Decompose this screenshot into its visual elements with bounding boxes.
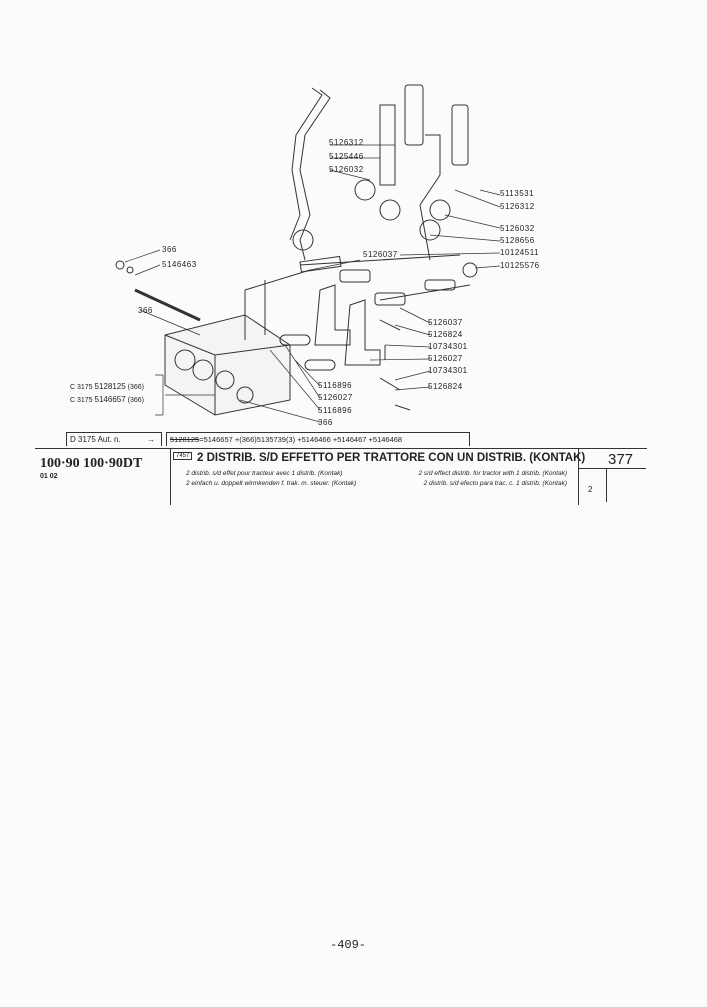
supersession-box: 5128125=5146657 +(366)5135739(3) +514646… [166, 432, 470, 446]
title-french: 2 distrib. s/d effet pour tracteur avec … [186, 470, 343, 477]
table-number: 377 [608, 451, 634, 468]
supersession-text: =5146657 +(366)5135739(3) +5146466 +5146… [199, 435, 403, 444]
part-number-label: 5126027 [318, 393, 353, 402]
divider [170, 448, 171, 505]
brackets-and-chain-links [279, 284, 411, 411]
divider [606, 468, 607, 502]
divider [35, 448, 647, 449]
quantity: 2 [588, 485, 593, 494]
part-number-label: 366 [138, 306, 153, 315]
divider [578, 448, 579, 505]
title-spanish: 2 distrib. s/d efecto para trac. c. 1 di… [423, 480, 567, 487]
variant-code: C 3175 [70, 397, 93, 404]
linkage-rods [244, 254, 478, 340]
part-number-label: 10734301 [428, 342, 468, 351]
part-number-label: 10124511 [500, 248, 539, 257]
title-english: 2 s/d effect distrib. for tractor with 1… [418, 470, 567, 477]
part-number-label: 5126312 [500, 202, 535, 211]
variant-qualifier: (366) [127, 397, 144, 404]
variant-row: C 3175 5128125 (366) [70, 382, 144, 391]
part-number-label: 5125446 [329, 152, 364, 161]
variant-row: C 3175 5146657 (366) [70, 395, 144, 404]
part-number-label: 5116896 [318, 406, 353, 415]
part-number-label: 5126312 [329, 138, 364, 147]
variant-code: C 3175 [70, 384, 93, 391]
reference-box: 7457 [173, 452, 193, 460]
arrow-icon: → [147, 435, 155, 444]
part-number-label: 366 [162, 245, 177, 254]
title-german: 2 einfach u. doppelt wirmkenden f. trak.… [186, 480, 357, 487]
part-number-label: 10734301 [428, 366, 468, 375]
part-number-label: 10125576 [500, 261, 540, 270]
part-number-label: 5126027 [428, 354, 463, 363]
leader-lines [124, 144, 501, 423]
part-number-label: 5126032 [329, 165, 364, 174]
part-number-label: 5116896 [318, 381, 353, 390]
part-number-label: 5126037 [428, 318, 463, 327]
model-codes: 01 02 [40, 473, 58, 480]
divider [578, 468, 646, 469]
part-number-label: 5126032 [500, 224, 535, 233]
aut-box: D 3175 Aut. n. → [66, 432, 162, 446]
part-number-label: 366 [318, 418, 333, 427]
part-number-label: 5146463 [162, 260, 197, 269]
page-number: -409- [330, 938, 367, 952]
part-number-label: 5128656 [500, 236, 535, 245]
variant-qualifier: (366) [127, 384, 144, 391]
levers [289, 84, 469, 261]
control-valve-block [115, 260, 291, 416]
variant-part: 5128125 [94, 382, 126, 391]
part-number-label: 5113531 [500, 189, 535, 198]
superseded-part: 5128125 [170, 435, 200, 444]
page-title: 2 DISTRIB. S/D EFFETTO PER TRATTORE CON … [197, 452, 586, 464]
part-number-label: 5126037 [363, 250, 398, 259]
part-number-label: 5126824 [428, 382, 463, 391]
part-number-label: 5126824 [428, 330, 463, 339]
variant-part: 5146657 [94, 395, 126, 404]
model-names: 100·90 100·90DT [40, 456, 143, 471]
aut-label: D 3175 Aut. n. [70, 435, 121, 444]
